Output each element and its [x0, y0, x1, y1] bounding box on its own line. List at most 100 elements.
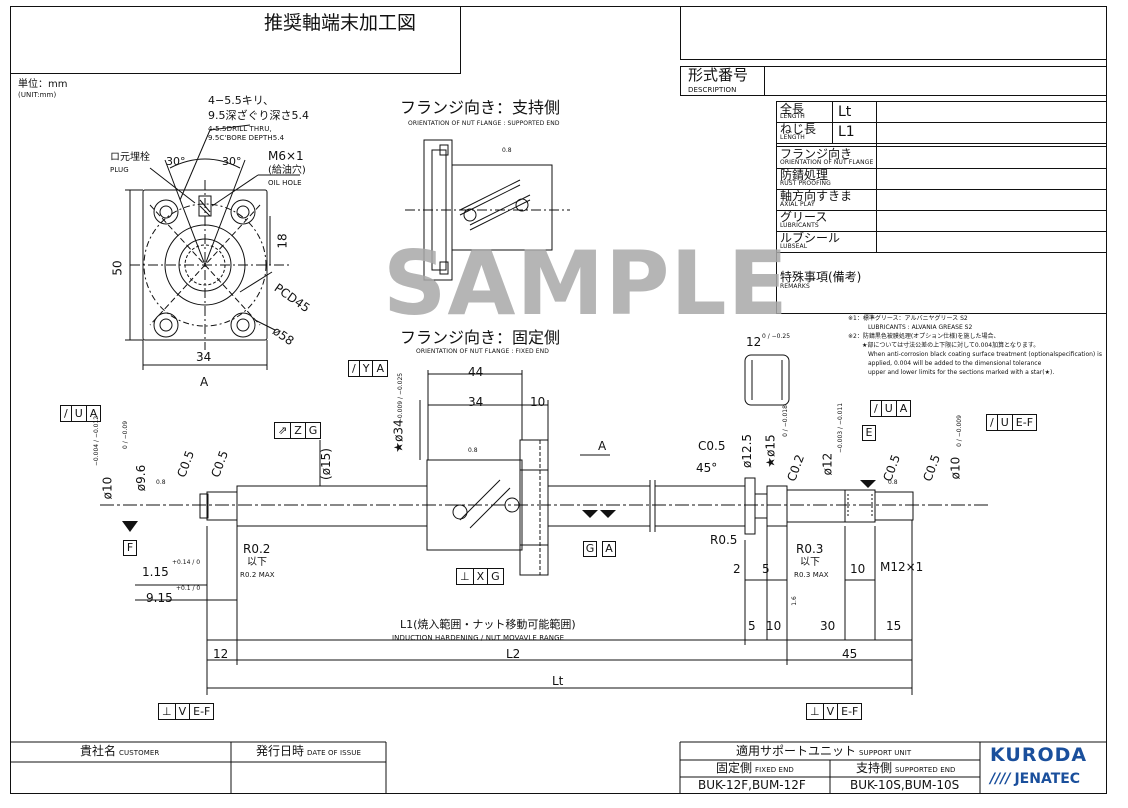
jenatec-logo: ////JENATEC — [990, 771, 1081, 787]
plug-label-en: PLUG — [110, 166, 129, 174]
spec-flange-label: フランジ向き — [780, 147, 853, 161]
fixed-end-value: BUK-12F,BUM-12F — [698, 778, 806, 792]
dim-d10-left-tol: −0.004 / −0.012 — [93, 415, 101, 467]
surface-finish: 0.8 — [468, 447, 478, 454]
dim-45: 45 — [842, 647, 858, 661]
dim-d12-tol: −0.003 / −0.011 — [837, 402, 845, 454]
plug-label: ロ元埋栓 — [110, 152, 150, 163]
view-a-label: A — [200, 375, 209, 389]
holes-spec: 4−5.5キリ、 — [208, 94, 275, 107]
spec-col-divider — [876, 101, 877, 252]
holes-spec-en-2: 9.5C'BORE DEPTH5.4 — [208, 134, 285, 142]
spec-row-line — [776, 143, 1107, 144]
radius-r02-en: R0.2 MAX — [240, 571, 275, 579]
thread-m12: M12×1 — [880, 560, 924, 574]
shaft-main — [100, 354, 990, 695]
dim-d96-tol: 0 / −0.09 — [122, 420, 130, 450]
spec-rust-label: 防錆処理 — [780, 168, 829, 182]
description-box — [680, 66, 1107, 96]
note-line: upper and lower limits for the sections … — [868, 369, 1055, 376]
dim-5-b: 5 — [748, 619, 756, 633]
description-label: 形式番号 — [688, 66, 749, 84]
dim-12-flat: 12 — [746, 335, 762, 349]
dim-d15: ★ø15 — [763, 434, 778, 468]
note-line: When anti-corrosion black coating surfac… — [868, 351, 1102, 358]
supported-view-title: フランジ向き：支持側 — [400, 98, 561, 117]
radius-r03-en: R0.3 MAX — [794, 571, 829, 579]
dim-d125: ø12.5 — [740, 433, 755, 469]
spec-thread-en: LENGTH — [780, 134, 805, 141]
dim-915: 9.15 — [146, 591, 173, 605]
radius-r03-jp: 以下 — [800, 557, 820, 568]
dim-d10-right: ø10 — [948, 456, 963, 480]
oil-hole-size: M6×1 — [268, 149, 304, 163]
datum-g: G — [583, 541, 597, 557]
surface-finish: 1.6 — [790, 596, 798, 606]
title-box — [10, 6, 461, 74]
spec-length-label: 全長 — [780, 102, 805, 116]
supported-view-title-en: ORIENTATION OF NUT FLANGE : SUPPORTED EN… — [408, 120, 560, 127]
dim-50: 50 — [110, 260, 125, 276]
datum-triangles — [122, 480, 876, 532]
dim-34-flange: 34 — [196, 350, 212, 364]
spec-row-line — [776, 122, 1107, 123]
note-line: applied, 0.004 will be added to the dime… — [868, 360, 1042, 367]
dim-12-left: 12 — [213, 647, 229, 661]
dim-d96: ø9.6 — [134, 464, 149, 492]
dim-lt: Lt — [552, 674, 564, 688]
radius-r02: R0.2 — [243, 542, 271, 556]
radius-r03: R0.3 — [796, 542, 824, 556]
note-line: LUBRICANTS : ALVANIA GREASE S2 — [868, 324, 973, 331]
oil-hole-jp: (給油穴) — [268, 165, 306, 176]
note-line: ★部については寸法公差の上下限に対して0.004加算となります。 — [862, 342, 1040, 349]
dim-5-a: 5 — [762, 562, 770, 576]
spec-row-line — [776, 210, 1107, 211]
supported-view — [405, 139, 570, 281]
spec-axial-label: 軸方向すきま — [780, 189, 853, 203]
surface-finish: 0.8 — [502, 147, 512, 154]
dim-30: 30 — [820, 619, 836, 633]
datum-e: E — [862, 425, 876, 441]
dim-d34-tol: −0.009 / −0.025 — [397, 372, 405, 424]
unit-label: 単位：mm — [18, 79, 68, 90]
dim-34-nut: 34 — [468, 395, 484, 409]
fixed-view-title: フランジ向き：固定側 — [400, 328, 561, 347]
description-divider — [764, 66, 765, 96]
note-line: ※1：標準グリース：アルバニヤグリース S2 — [848, 315, 968, 322]
spec-lubseal-en: LUBSEAL — [780, 243, 808, 250]
top-right-box — [680, 6, 1107, 60]
spec-table — [776, 101, 1107, 314]
surface-finish: 0.8 — [156, 479, 166, 486]
dim-d34: ★ø34 — [391, 419, 406, 453]
dim-l1-en: INDUCTION HARDENING / NUT MOVAVLE RANGE — [392, 634, 565, 642]
dim-d15-ref: (ø15) — [318, 448, 333, 480]
dim-10-nut: 10 — [530, 395, 546, 409]
radius-r05: R0.5 — [710, 533, 738, 547]
spec-lubseal-label: ルブシール — [780, 231, 841, 245]
spec-thread-value: L1 — [838, 124, 855, 140]
dim-10-c: 10 — [766, 619, 782, 633]
spec-grease-label: グリース — [780, 210, 828, 224]
spec-row-line — [776, 146, 1107, 147]
spec-row-line — [776, 189, 1107, 190]
dim-d12: ø12 — [820, 452, 835, 476]
spec-remarks-label: 特殊事項(備考) — [780, 270, 862, 284]
spec-rust-en: RUST PROOFING — [780, 180, 831, 187]
dim-l2: L2 — [506, 647, 521, 661]
datum-a: A — [602, 541, 616, 557]
oil-hole-en: OIL HOLE — [268, 179, 302, 187]
datum-f: F — [123, 540, 137, 556]
angle-right: 30° — [222, 155, 242, 168]
dim-d15-tol: 0 / −0.018 — [781, 405, 789, 437]
holes-spec-en: 4-5.5DRILL THRU, — [208, 125, 272, 133]
spec-row-line — [776, 252, 1107, 253]
angle-left: 30° — [166, 155, 186, 168]
